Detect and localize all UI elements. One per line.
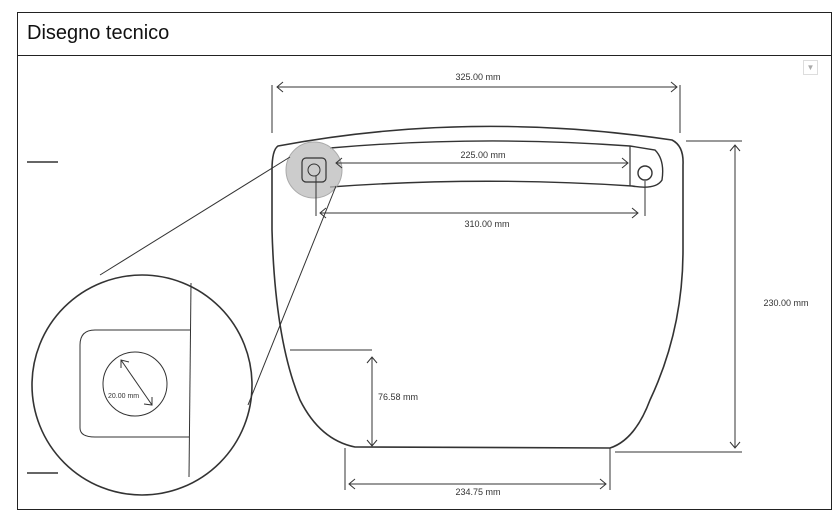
dim-bottom-width: 234.75 mm [455, 487, 500, 497]
dim-hole-diameter: 20.00 mm [108, 393, 139, 400]
dim-overall-width: 325.00 mm [455, 72, 500, 82]
chevron-down-icon[interactable]: ▼ [803, 60, 818, 75]
dim-strap-length: 225.00 mm [460, 150, 505, 160]
dim-hole-spacing: 310.00 mm [464, 219, 509, 229]
strap [329, 140, 664, 188]
panel-title: Disegno tecnico [27, 22, 170, 44]
detail-magnifier [31, 274, 253, 496]
drawing-panel: Disegno tecnico ▼ [17, 12, 832, 510]
detail-highlight [285, 141, 343, 199]
dim-height: 230.00 mm [763, 298, 808, 308]
visor-outline [271, 125, 684, 449]
panel-header: Disegno tecnico [18, 13, 831, 56]
dim-corner-height: 76.58 mm [378, 392, 418, 402]
strap-hole [637, 165, 653, 181]
